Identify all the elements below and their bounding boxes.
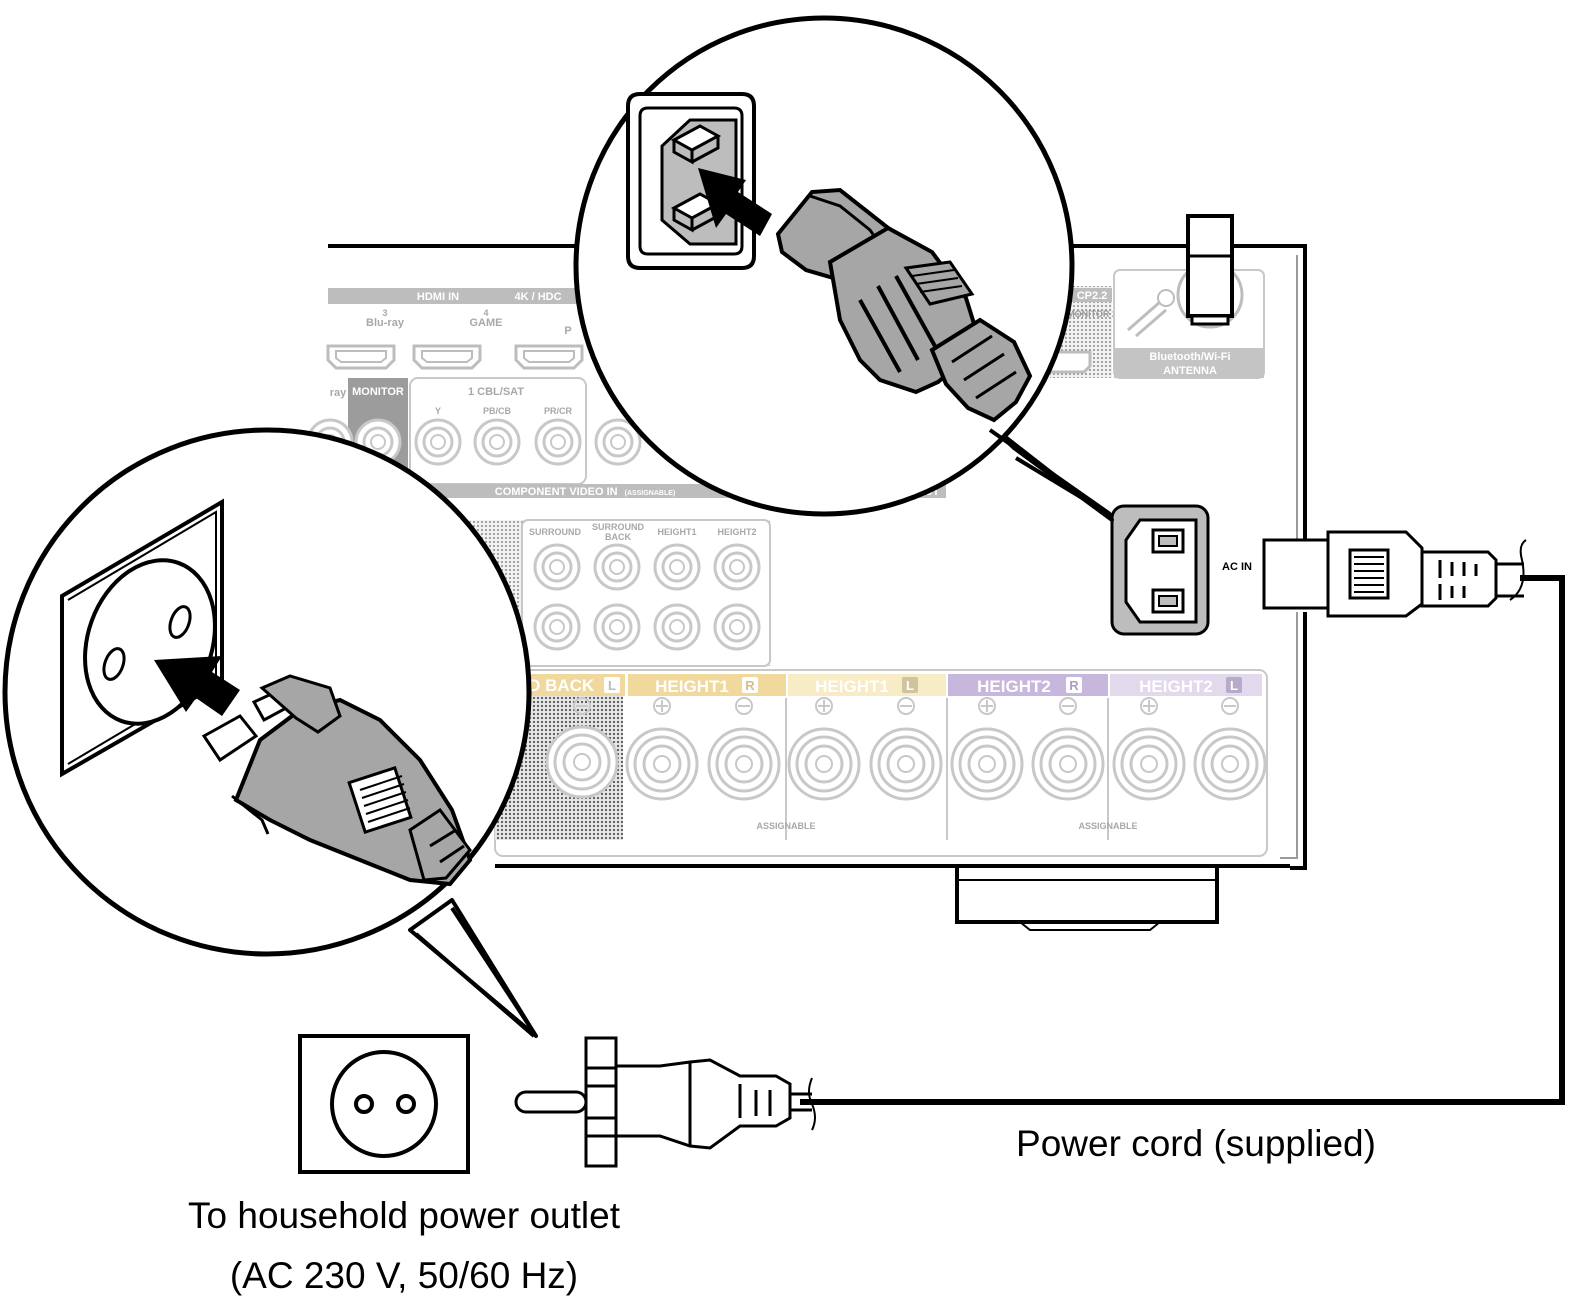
speaker-group-3-badge: R xyxy=(1069,678,1079,693)
rca-jack xyxy=(593,603,641,651)
speaker-group-1-badge: R xyxy=(745,678,755,693)
speaker-terminal xyxy=(869,727,943,801)
speaker-terminal xyxy=(545,725,619,799)
speaker-group-4-badge: L xyxy=(1230,678,1238,693)
assignable-label-1: ASSIGNABLE xyxy=(756,821,815,831)
monitor2-label: MONITOR 2 xyxy=(1067,309,1117,319)
speaker-terminal xyxy=(707,727,781,801)
power-cord xyxy=(800,539,1565,1131)
preout-surround-label: SURROUND xyxy=(529,527,582,537)
ac-inlet xyxy=(1110,504,1210,636)
antenna-label-line2: ANTENNA xyxy=(1163,365,1217,377)
speaker-group-3-label: HEIGHT2 xyxy=(977,677,1051,696)
speaker-partial-badge: L xyxy=(608,678,616,693)
insert-arrow-left xyxy=(154,656,240,716)
monitor-label: MONITOR xyxy=(352,386,404,398)
rca-jack xyxy=(653,603,701,651)
component-pb-label: PB/CB xyxy=(483,406,512,416)
component-pr-label: PR/CR xyxy=(544,406,573,416)
rca-jack xyxy=(653,543,701,591)
speaker-terminal xyxy=(1193,727,1267,801)
speaker-group-2-badge: L xyxy=(906,678,914,693)
speaker-terminal xyxy=(625,727,699,801)
wall-outlet xyxy=(298,1034,470,1174)
hdmi-input-4-name: GAME xyxy=(470,317,503,329)
hdmi-port xyxy=(412,344,482,370)
preout-height2-label: HEIGHT2 xyxy=(717,527,756,537)
iec-plug-closeup xyxy=(775,187,1033,423)
power-cord-caption: Power cord (supplied) xyxy=(1016,1123,1376,1164)
component-video-in-label: COMPONENT VIDEO IN xyxy=(495,486,618,498)
preout-height1-label: HEIGHT1 xyxy=(657,527,696,537)
rca-jack xyxy=(713,603,761,651)
hdmi-in-header: HDMI IN xyxy=(417,291,459,303)
magnifier-wall-outlet xyxy=(2,427,538,1038)
speaker-terminal xyxy=(1031,727,1105,801)
speaker-group-1-label: HEIGHT1 xyxy=(655,677,729,696)
outlet-caption-line2: (AC 230 V, 50/60 Hz) xyxy=(230,1255,578,1296)
magnifier-ac-inlet xyxy=(573,15,1114,522)
hdcp-header: 4K / HDC xyxy=(514,291,561,303)
schuko-plug-closeup xyxy=(201,674,473,887)
component-assignable-label: (ASSIGNABLE) xyxy=(625,490,676,497)
antenna xyxy=(1186,214,1234,326)
speaker-terminal xyxy=(787,727,861,801)
rca-jack xyxy=(533,603,581,651)
partial-ray-label: ray xyxy=(330,387,347,399)
rca-jack xyxy=(473,418,521,466)
cbl-sat-label: 1 CBL/SAT xyxy=(468,386,524,398)
preout-back-sub-label: BACK xyxy=(605,532,631,542)
speaker-partial-label: ND BACK xyxy=(516,676,595,695)
inlet-closeup xyxy=(626,92,756,270)
hdmi-port xyxy=(326,344,396,370)
insert-arrow xyxy=(698,168,772,236)
rca-jack xyxy=(533,543,581,591)
svg-text:COMPONENT VIDEO IN (ASSI: COMPONENT VIDEO IN (ASSIGNABLE) xyxy=(495,486,675,498)
rca-jack xyxy=(593,543,641,591)
rca-jack xyxy=(713,543,761,591)
speaker-group-4-label: HEIGHT2 xyxy=(1139,677,1213,696)
component-y-label: Y xyxy=(435,406,441,416)
speaker-terminal xyxy=(950,727,1024,801)
assignable-label-2: ASSIGNABLE xyxy=(1078,821,1137,831)
hdmi-input-partial: P xyxy=(564,325,571,337)
ac-in-label: AC IN xyxy=(1222,561,1252,573)
speaker-terminal xyxy=(1112,727,1186,801)
hdmi-input-3-number: 3 xyxy=(382,308,387,318)
rca-jack xyxy=(414,418,462,466)
hdmi-port xyxy=(514,344,584,370)
hdmi-input-3-name: Blu-ray xyxy=(366,317,405,329)
antenna-label-line1: Bluetooth/Wi-Fi xyxy=(1149,351,1230,363)
chassis-foot xyxy=(955,864,1219,924)
rca-jack xyxy=(534,418,582,466)
speaker-group-2-label: HEIGHT1 xyxy=(815,677,889,696)
hdmi-input-4-number: 4 xyxy=(483,308,488,318)
wall-plug xyxy=(514,1036,812,1168)
outlet-caption-line1: To household power outlet xyxy=(188,1195,621,1236)
preout-surround-back-label: SURROUND xyxy=(592,522,645,532)
hdcp22-label: CP2.2 xyxy=(1077,290,1108,302)
iec-cord-plug xyxy=(1262,530,1524,618)
terminal-polarity-marks xyxy=(573,697,1239,715)
